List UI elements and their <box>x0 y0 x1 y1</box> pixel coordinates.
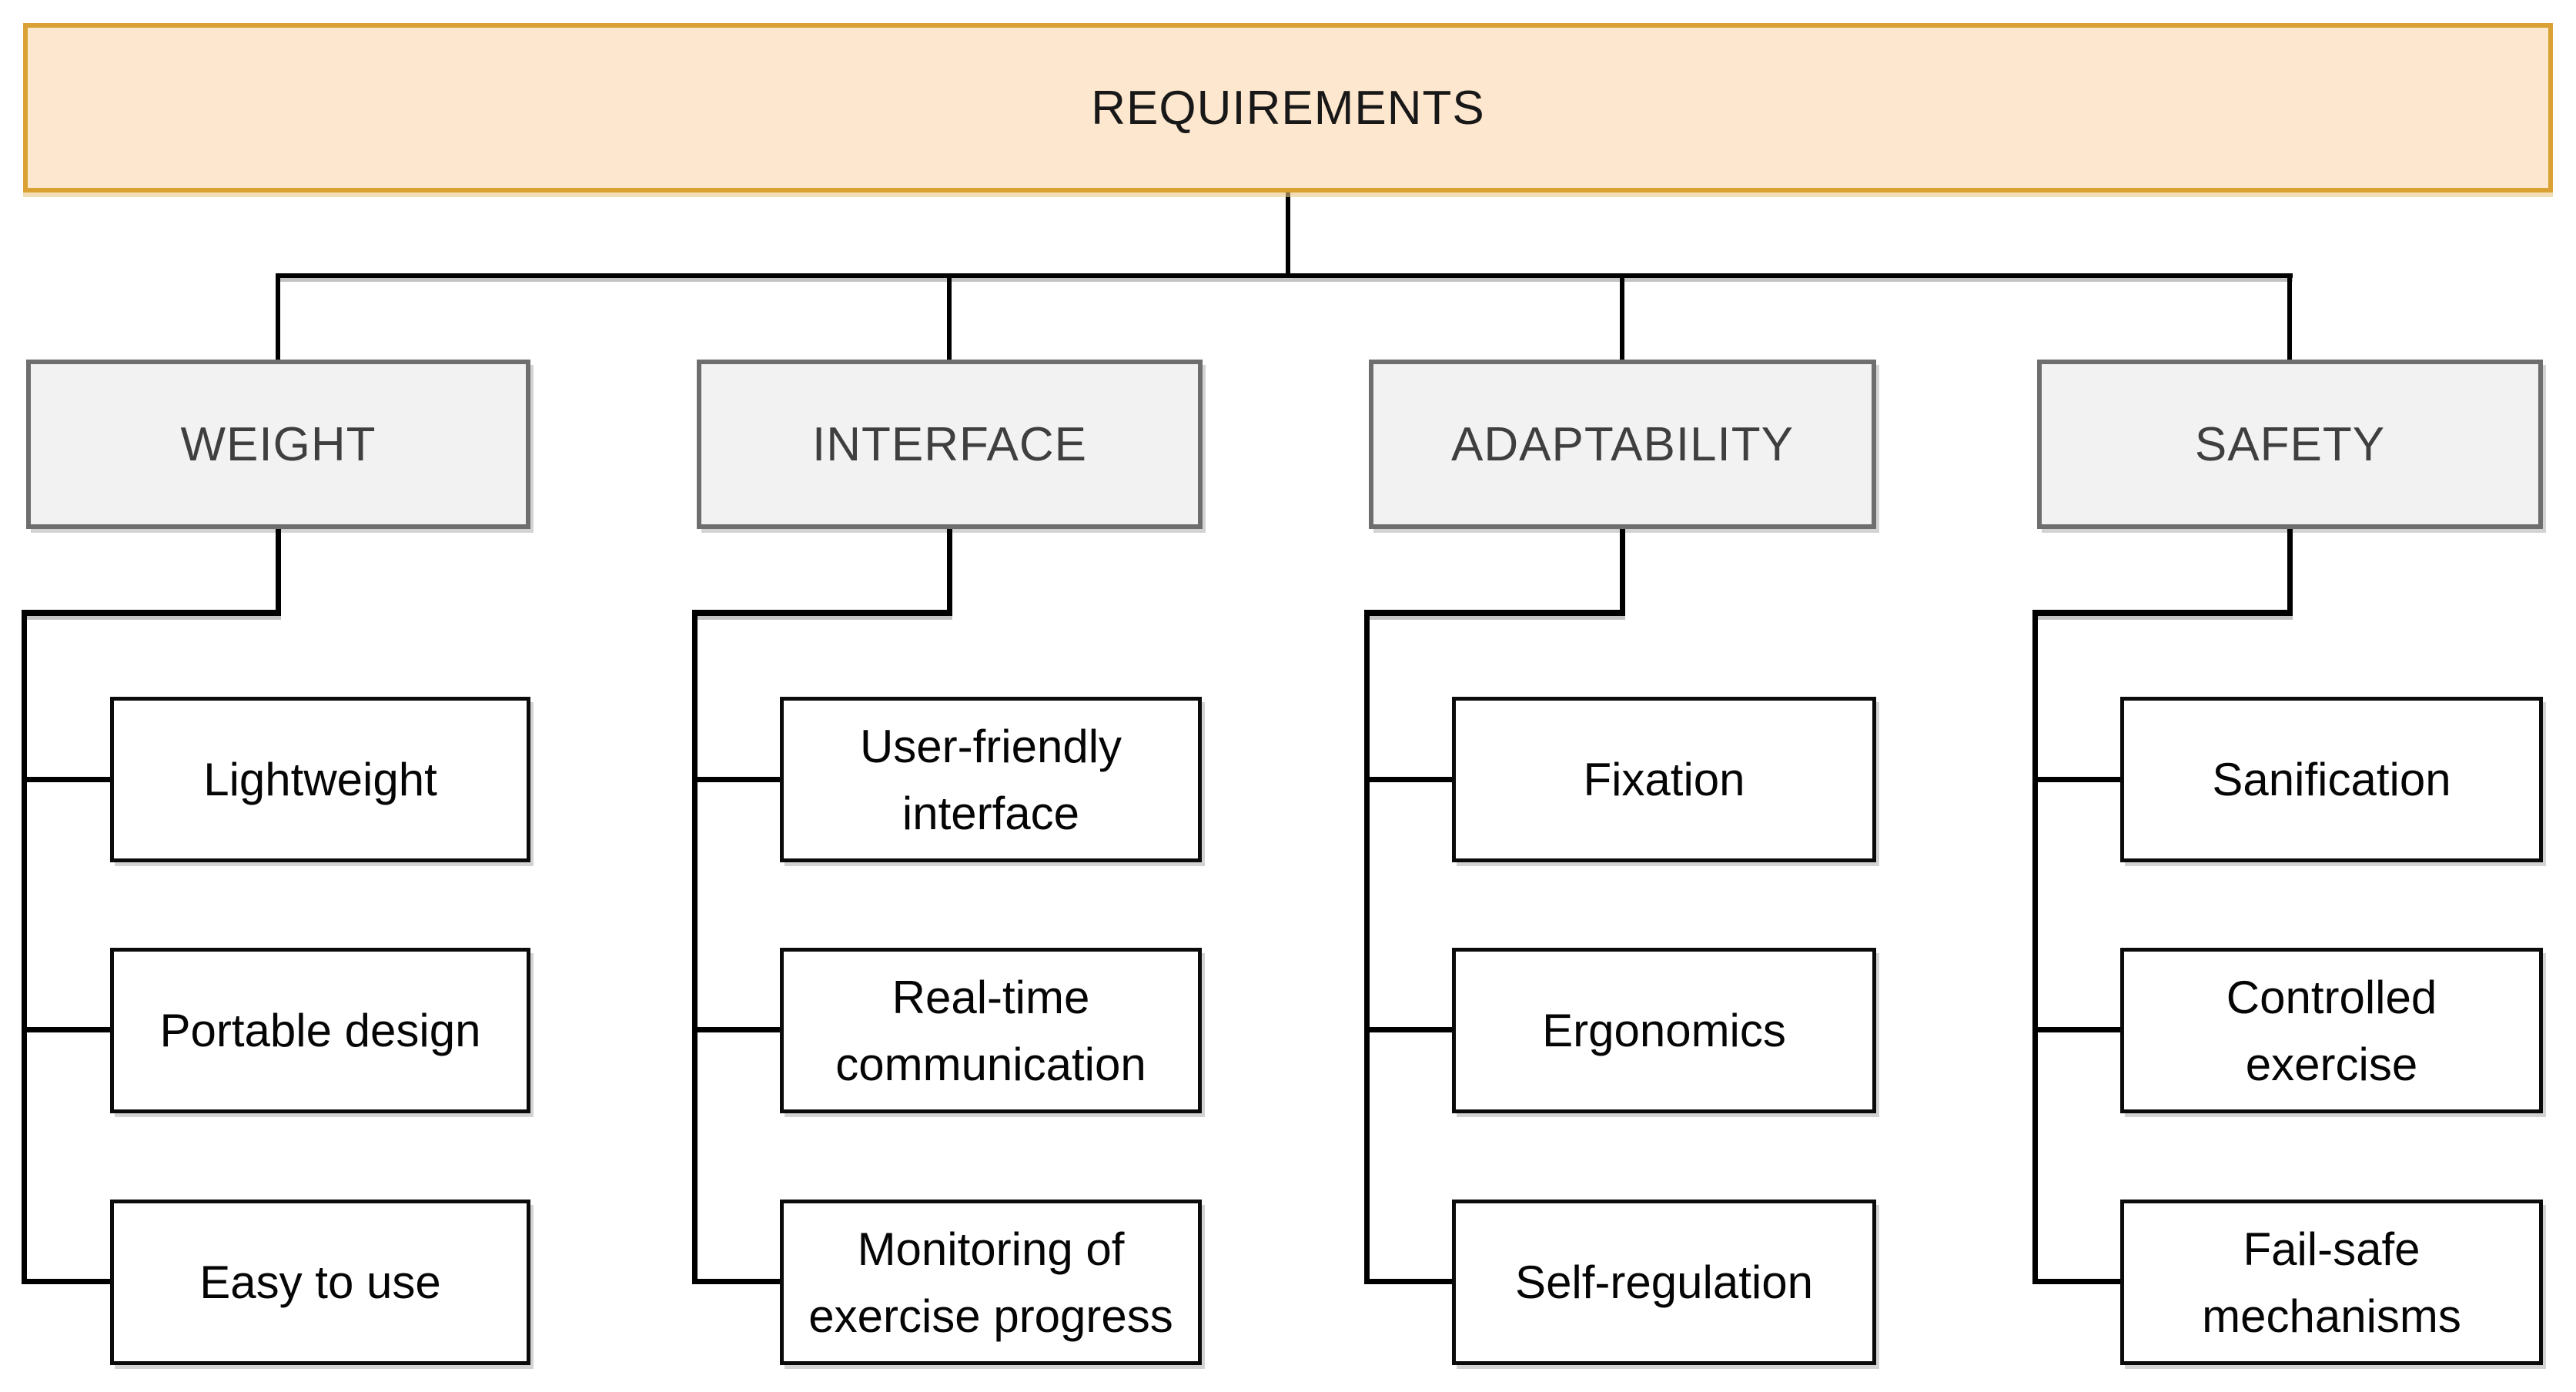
node-monitoring-of-exercise-progress: Monitoring of exercise progress <box>780 1200 1202 1365</box>
node-user-friendly-interface-label: User-friendly interface <box>859 720 1122 839</box>
connector-interface-elbow-h <box>692 610 952 616</box>
node-ergonomics-label: Ergonomics <box>1542 1005 1786 1056</box>
node-lightweight-label: Lightweight <box>203 754 437 805</box>
node-self-regulation: Self-regulation <box>1452 1200 1876 1365</box>
node-safety: SAFETY <box>2037 360 2543 529</box>
node-self-regulation-label: Self-regulation <box>1515 1256 1813 1308</box>
node-adaptability-label: ADAPTABILITY <box>1451 417 1794 471</box>
connector-safety-elbow-h <box>2032 610 2293 616</box>
connector-interface-stub-1 <box>692 1027 781 1032</box>
connector-root-stem <box>1286 192 1290 276</box>
node-real-time-communication: Real-time communication <box>780 948 1202 1113</box>
connector-safety-stub-0 <box>2032 777 2122 782</box>
connector-adaptability-stub-0 <box>1364 777 1454 782</box>
connector-adaptability-elbow-h <box>1364 610 1625 616</box>
node-real-time-communication-label: Real-time communication <box>835 971 1146 1090</box>
node-fail-safe-mechanisms-label: Fail-safe mechanisms <box>2202 1223 2461 1342</box>
node-requirements-label: REQUIREMENTS <box>1091 81 1485 135</box>
connector-interface-stub-0 <box>692 777 781 782</box>
connector-weight-stub-2 <box>22 1279 110 1284</box>
node-user-friendly-interface: User-friendly interface <box>780 697 1202 862</box>
connector-drop-adaptability <box>1620 273 1624 360</box>
connector-interface-spine <box>692 610 698 1284</box>
node-sanification: Sanification <box>2120 697 2543 862</box>
connector-safety-spine <box>2032 610 2038 1284</box>
node-interface-label: INTERFACE <box>812 417 1087 471</box>
connector-interface-stub-2 <box>692 1279 781 1284</box>
connector-safety-stub-2 <box>2032 1279 2122 1284</box>
connector-safety-stub-1 <box>2032 1027 2122 1032</box>
node-monitoring-of-exercise-progress-label: Monitoring of exercise progress <box>808 1223 1173 1342</box>
node-fail-safe-mechanisms: Fail-safe mechanisms <box>2120 1200 2543 1365</box>
connector-drop-interface <box>947 273 952 360</box>
node-easy-to-use-label: Easy to use <box>199 1256 441 1308</box>
node-lightweight: Lightweight <box>110 697 530 862</box>
connector-weight-elbow-v <box>276 529 281 614</box>
connector-drop-weight <box>276 273 280 360</box>
node-controlled-exercise: Controlled exercise <box>2120 948 2543 1113</box>
connector-adaptability-stub-2 <box>1364 1279 1454 1284</box>
connector-rail <box>276 273 2293 278</box>
node-fixation-label: Fixation <box>1583 754 1745 805</box>
connector-weight-stub-1 <box>22 1027 110 1032</box>
connector-weight-stub-0 <box>22 777 110 782</box>
node-weight: WEIGHT <box>26 360 530 529</box>
node-interface: INTERFACE <box>697 360 1203 529</box>
connector-adaptability-stub-1 <box>1364 1027 1454 1032</box>
node-controlled-exercise-label: Controlled exercise <box>2226 971 2437 1090</box>
connector-interface-elbow-v <box>947 529 952 614</box>
node-sanification-label: Sanification <box>2212 754 2451 805</box>
node-portable-design: Portable design <box>110 948 530 1113</box>
connector-drop-safety <box>2287 273 2292 360</box>
node-requirements: REQUIREMENTS <box>23 23 2553 192</box>
connector-weight-elbow-h <box>22 610 281 616</box>
connector-safety-elbow-v <box>2287 529 2293 614</box>
node-weight-label: WEIGHT <box>180 417 376 471</box>
connector-adaptability-elbow-v <box>1620 529 1625 614</box>
node-easy-to-use: Easy to use <box>110 1200 530 1365</box>
node-adaptability: ADAPTABILITY <box>1369 360 1876 529</box>
node-safety-label: SAFETY <box>2194 417 2386 471</box>
connector-adaptability-spine <box>1364 610 1370 1284</box>
node-portable-design-label: Portable design <box>159 1005 481 1056</box>
node-fixation: Fixation <box>1452 697 1876 862</box>
connector-weight-spine <box>22 610 27 1284</box>
node-ergonomics: Ergonomics <box>1452 948 1876 1113</box>
